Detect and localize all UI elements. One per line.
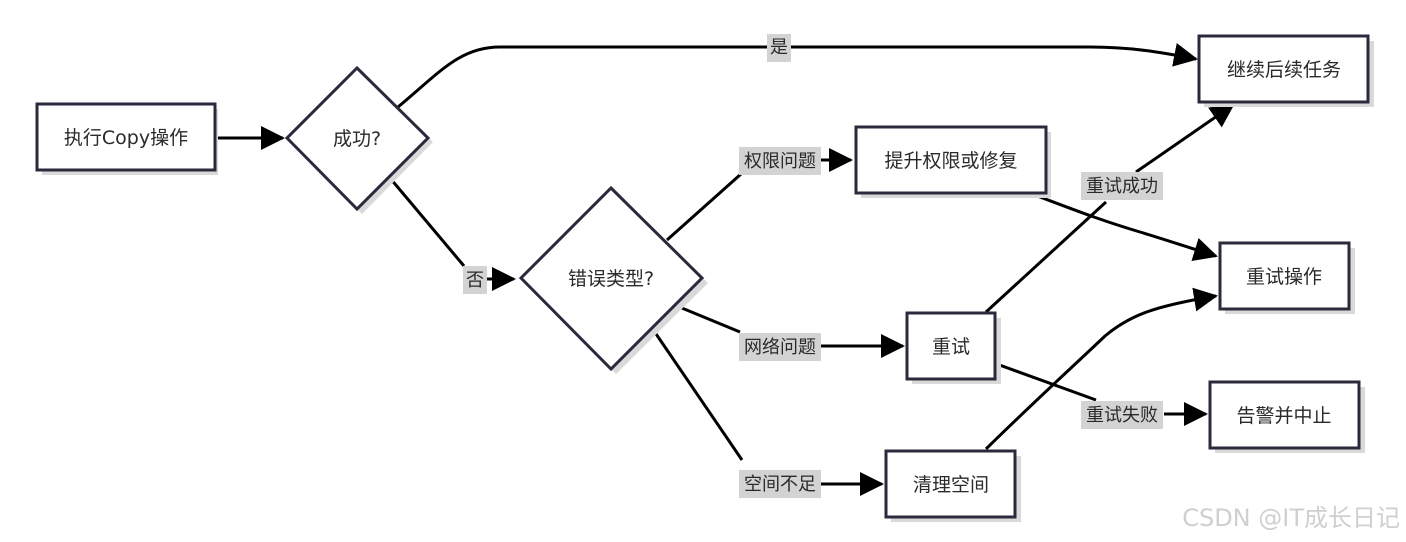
edge-cleanup-to-retry-op bbox=[984, 287, 1218, 451]
node-success-check: 成功? bbox=[284, 65, 433, 214]
edges bbox=[216, 43, 1235, 496]
node-retry-op-label: 重试操作 bbox=[1246, 266, 1322, 288]
node-start: 执行Copy操作 bbox=[35, 102, 218, 175]
edge-label-space: 空间不足 bbox=[744, 474, 816, 495]
watermark: CSDN @IT成长日记 bbox=[1182, 504, 1400, 532]
edge-space-a bbox=[650, 327, 744, 461]
edge-network-a bbox=[676, 304, 741, 334]
edge-retry-fail-a bbox=[993, 361, 1097, 402]
edge-label-network: 网络问题 bbox=[744, 337, 816, 358]
node-continue: 继续后续任务 bbox=[1197, 34, 1374, 107]
node-alert-label: 告警并中止 bbox=[1236, 405, 1331, 427]
node-alert: 告警并中止 bbox=[1208, 380, 1365, 453]
edge-label-no: 否 bbox=[466, 270, 484, 291]
edge-label-retry-success: 重试成功 bbox=[1086, 176, 1158, 197]
edge-permission-a bbox=[666, 172, 742, 242]
edge-label-bg-network bbox=[739, 333, 821, 361]
edge-label-yes: 是 bbox=[770, 37, 788, 58]
edge-label-bg-retry-success bbox=[1081, 172, 1163, 200]
node-error-type-label: 错误类型? bbox=[568, 268, 654, 290]
edge-retry-success-a bbox=[984, 200, 1108, 314]
node-continue-label: 继续后续任务 bbox=[1227, 59, 1341, 81]
edge-label-retry-fail: 重试失败 bbox=[1086, 405, 1158, 426]
edge-yes bbox=[397, 43, 1198, 109]
edge-labels: 是 否 权限问题 网络问题 空间不足 重试成功 重试失败 bbox=[463, 34, 1163, 498]
node-elevate: 提升权限或修复 bbox=[854, 125, 1051, 198]
node-cleanup-label: 清理空间 bbox=[913, 474, 989, 496]
edge-label-bg-space bbox=[739, 470, 821, 498]
edge-label-bg-no bbox=[463, 266, 487, 294]
node-elevate-label: 提升权限或修复 bbox=[884, 150, 1017, 172]
node-cleanup: 清理空间 bbox=[884, 449, 1021, 522]
node-retry-op: 重试操作 bbox=[1218, 241, 1355, 314]
node-error-type: 错误类型? bbox=[518, 185, 708, 374]
edge-elevate-to-retry-op bbox=[1031, 192, 1218, 261]
edge-label-bg-permission bbox=[739, 147, 821, 175]
node-retry-label: 重试 bbox=[932, 336, 970, 358]
node-success-check-label: 成功? bbox=[333, 128, 381, 150]
edge-label-permission: 权限问题 bbox=[744, 151, 816, 172]
nodes: 执行Copy操作 成功? 错误类型? 继续后续任务 提升权限或修复 bbox=[35, 34, 1374, 522]
edge-retry-success-b bbox=[1135, 103, 1235, 174]
node-start-label: 执行Copy操作 bbox=[64, 127, 188, 149]
edge-no-a bbox=[388, 177, 466, 267]
edge-label-bg-yes bbox=[767, 34, 791, 62]
edge-label-bg-retry-fail bbox=[1081, 401, 1163, 429]
node-retry: 重试 bbox=[905, 311, 1001, 384]
